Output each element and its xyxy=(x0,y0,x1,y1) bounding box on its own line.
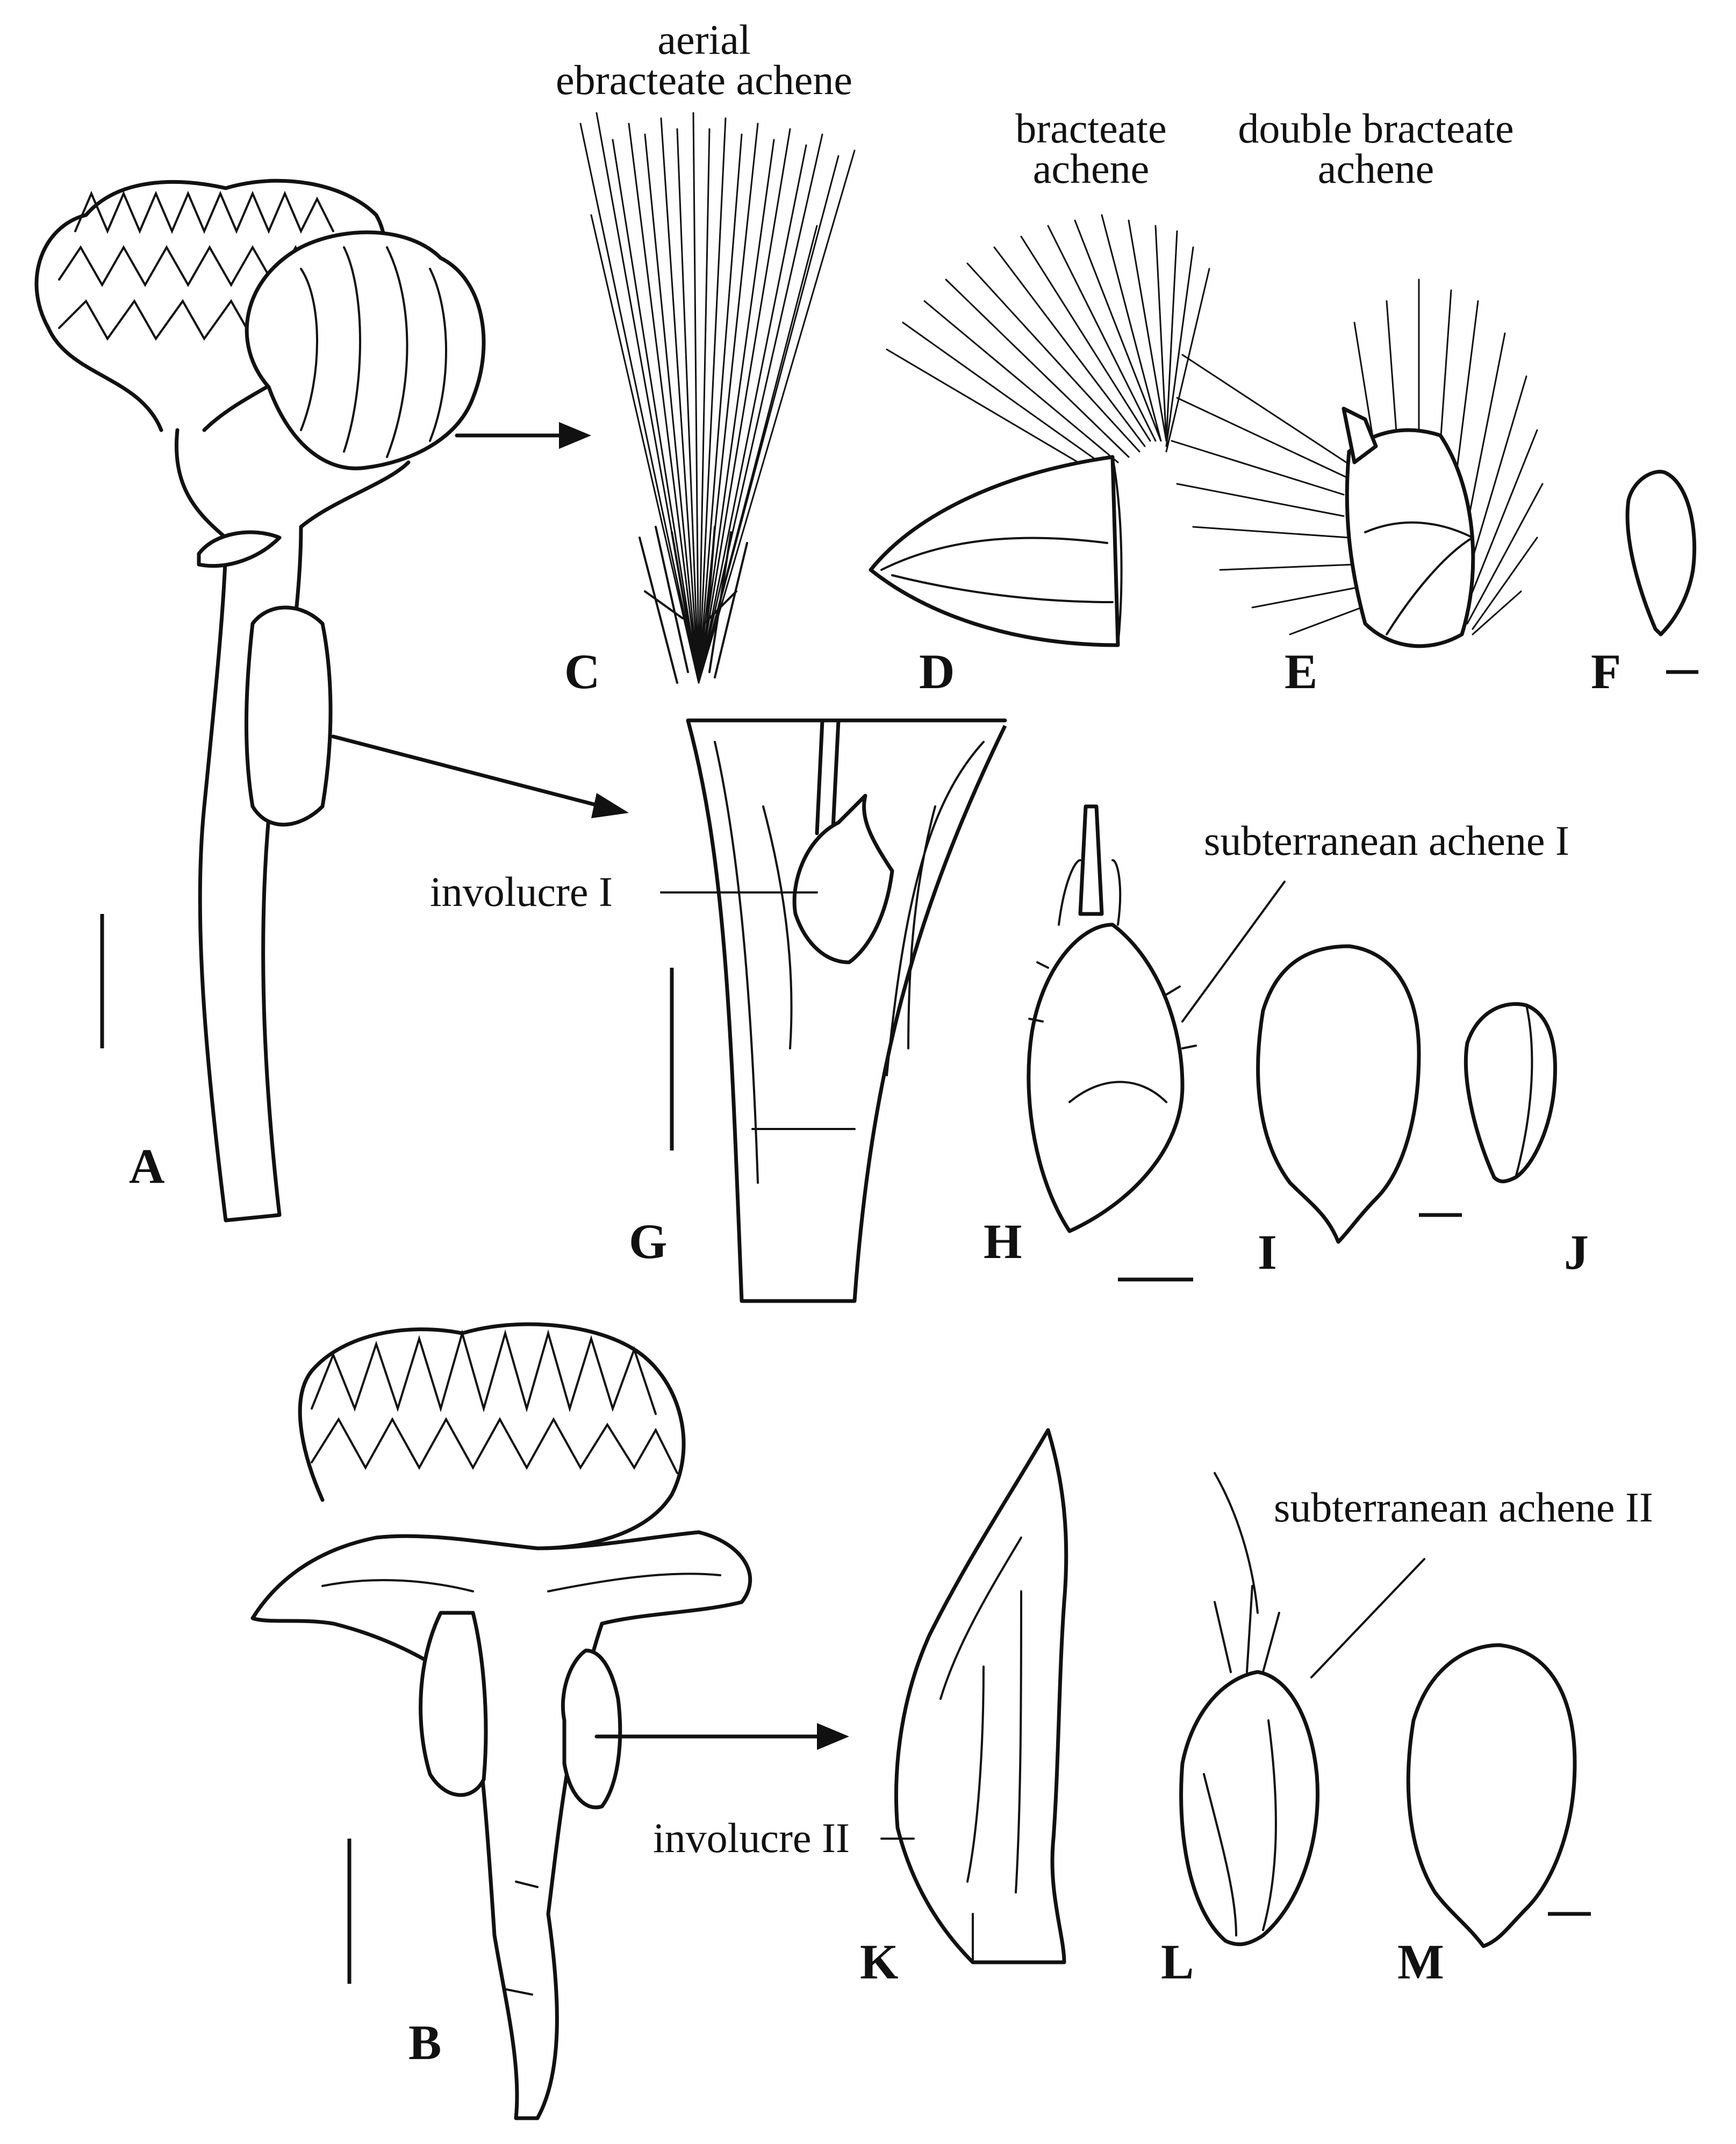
panel-label-c: C xyxy=(564,644,600,699)
arrow-b-to-k xyxy=(594,1723,849,1750)
arrow-a-to-c xyxy=(455,422,591,449)
label-involucre-ii: involucre II xyxy=(653,1814,850,1861)
panel-label-k: K xyxy=(860,1934,899,1989)
panel-g-drawing xyxy=(686,718,1007,1303)
label-aerial: aerial xyxy=(657,16,750,63)
label-bracteate: bracteate xyxy=(1015,105,1166,152)
panel-i-drawing xyxy=(1256,944,1421,1244)
panel-j-drawing xyxy=(1464,1002,1557,1183)
panel-a-drawing xyxy=(34,178,486,1223)
label-subterranean-achene-ii: subterranean achene II xyxy=(1274,1484,1653,1531)
panel-label-e: E xyxy=(1285,644,1317,699)
leader-subterranean-i xyxy=(1181,881,1286,1023)
panel-b-drawing xyxy=(250,1322,752,2120)
panel-label-l: L xyxy=(1161,1934,1194,1989)
panel-label-j: J xyxy=(1564,1225,1589,1280)
panel-label-f: F xyxy=(1591,644,1621,699)
panel-l-drawing xyxy=(1179,1472,1320,1947)
panel-label-i: I xyxy=(1258,1225,1277,1280)
label-double-bracteate-achene: achene xyxy=(1318,145,1434,192)
panel-f-drawing xyxy=(1625,469,1696,637)
panel-label-d: D xyxy=(919,644,955,699)
label-double-bracteate: double bracteate xyxy=(1238,105,1513,152)
label-ebracteate-achene: ebracteate achene xyxy=(556,56,852,103)
panel-m-drawing xyxy=(1406,1643,1577,1948)
label-involucre-i: involucre I xyxy=(430,868,613,915)
panel-label-m: M xyxy=(1397,1934,1444,1989)
panel-d-drawing xyxy=(869,214,1210,647)
panel-label-g: G xyxy=(629,1214,668,1269)
arrow-a-to-g xyxy=(331,734,629,818)
label-subterranean-achene-i: subterranean achene I xyxy=(1204,817,1569,864)
panel-label-a: A xyxy=(129,1139,164,1194)
panel-label-b: B xyxy=(408,2015,441,2070)
leader-subterranean-ii xyxy=(1310,1558,1425,1678)
label-bracteate-achene: achene xyxy=(1033,145,1149,192)
panel-c-drawing xyxy=(579,112,856,684)
panel-h-drawing xyxy=(1027,804,1197,1233)
panel-label-h: H xyxy=(984,1214,1022,1269)
panel-e-drawing xyxy=(1171,278,1544,648)
panel-k-drawing xyxy=(894,1428,1068,1964)
